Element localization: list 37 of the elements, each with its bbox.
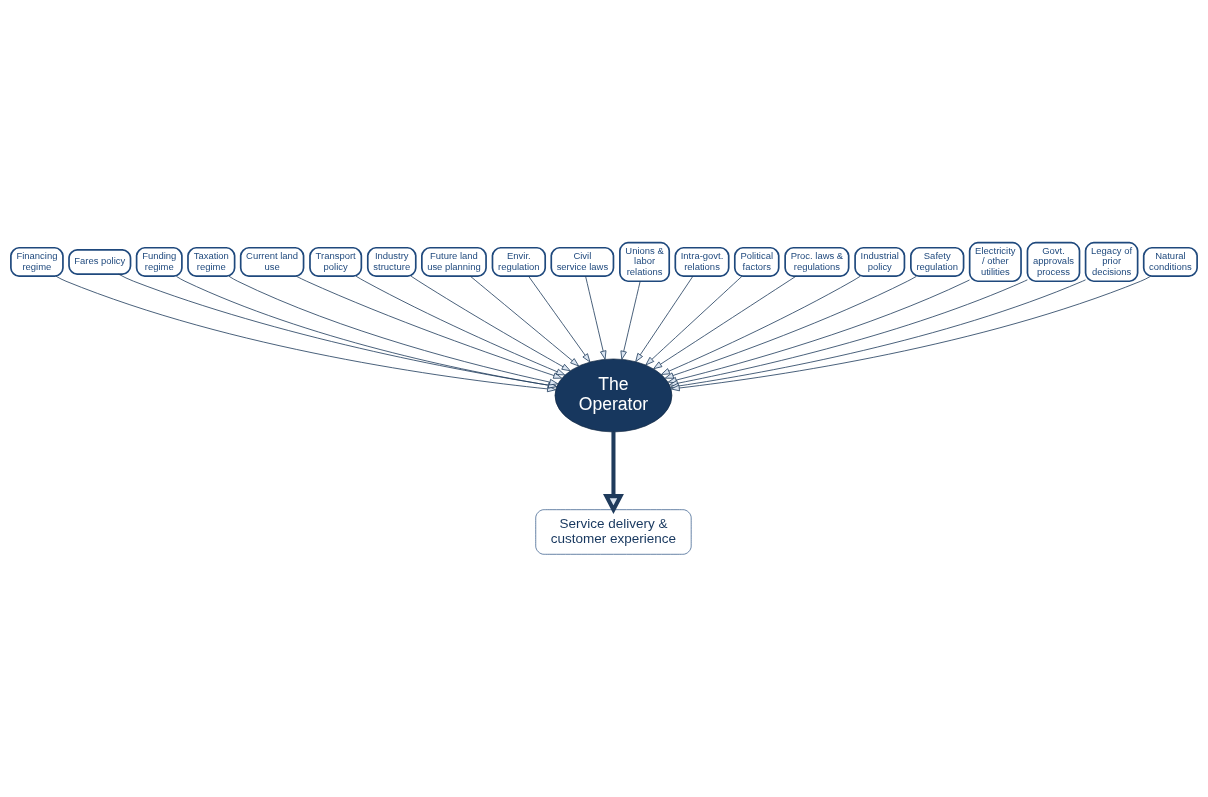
node-box: Political factors [733, 246, 780, 277]
arrow [410, 275, 571, 372]
node-box: Govt. approvals process [1026, 241, 1081, 283]
node-box: Electricity / other utilities [968, 241, 1022, 283]
arrow [653, 275, 797, 370]
node-box: Future land use planning [421, 246, 487, 277]
arrow [228, 275, 559, 386]
arrow [295, 275, 563, 379]
node-box: Financing regime [10, 246, 64, 277]
node-box: Safety regulation [910, 246, 965, 277]
arrow [635, 275, 694, 363]
node-box: Civil service laws [550, 246, 615, 277]
node-box: Transport policy [309, 246, 363, 277]
arrow [355, 275, 566, 376]
node-box: Current land use [239, 246, 305, 277]
arrow [528, 275, 591, 363]
node-box: Service delivery & customer experience [535, 509, 692, 555]
arrow [603, 432, 624, 515]
arrow [470, 275, 580, 367]
arrow [645, 275, 743, 366]
arrow [585, 275, 607, 360]
arrow [620, 280, 641, 360]
node-box: Industry structure [366, 246, 417, 277]
node-box: Fares policy [68, 248, 132, 275]
node-box: Industrial policy [854, 246, 906, 277]
arrow [55, 275, 557, 393]
arrow [660, 275, 861, 375]
node-box: Intra-govt. relations [674, 246, 730, 277]
node-box: Natural conditions [1142, 246, 1198, 277]
node-box: Proc. laws & regulations [784, 246, 850, 277]
node-box: Envir. regulation [491, 246, 547, 277]
node-box: Taxation regime [187, 246, 236, 277]
arrow [664, 275, 917, 379]
arrow [667, 279, 970, 384]
node-box: Legacy of prior decisions [1084, 241, 1139, 283]
node-box: Funding regime [135, 246, 183, 277]
node-box: Unions & labor relations [619, 241, 671, 283]
